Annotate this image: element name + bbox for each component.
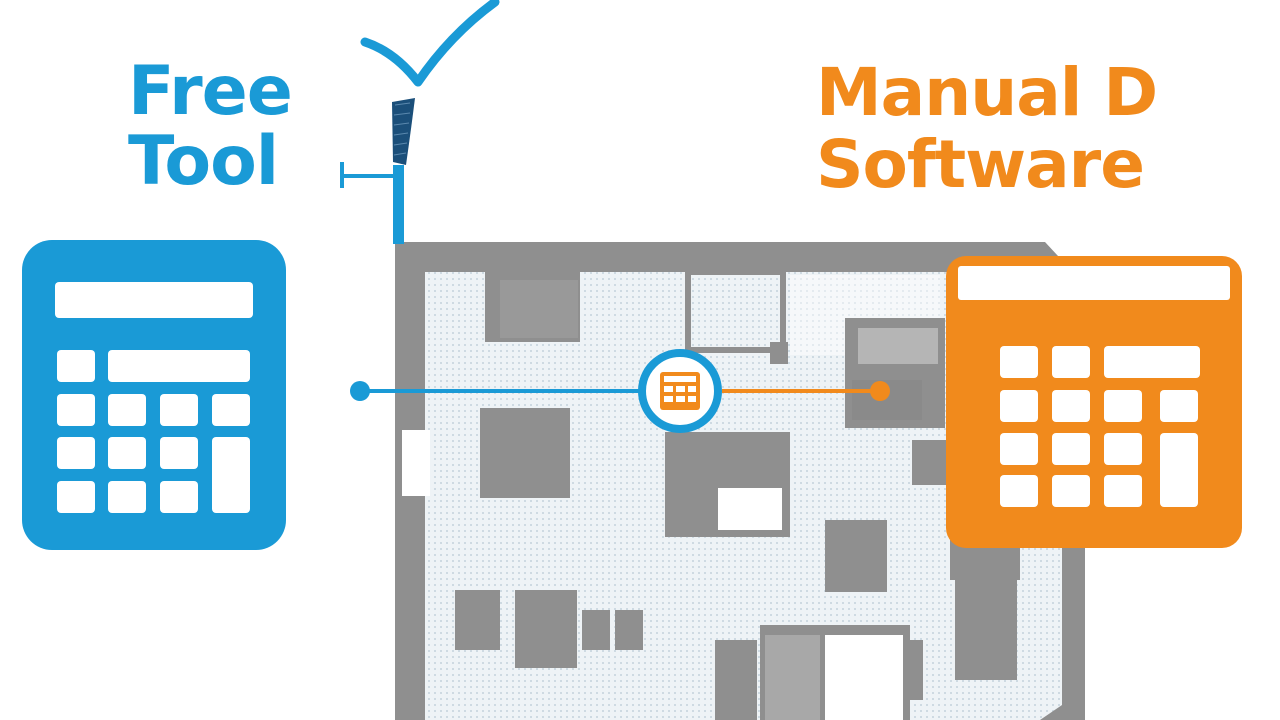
free-tool-title-line1: Free	[128, 52, 293, 131]
manual-d-title-line1: Manual D	[816, 54, 1158, 131]
calculator-icon	[22, 240, 286, 550]
connector-line	[350, 349, 890, 433]
checkmark-icon	[360, 0, 500, 87]
free-tool-title: Free Tool	[128, 52, 293, 201]
free-tool-title-line2: Tool	[128, 122, 279, 201]
manual-d-title: Manual D Software	[816, 54, 1158, 203]
manual-d-title-line2: Software	[816, 126, 1145, 203]
calculator-icon	[946, 256, 1242, 548]
pen-icon	[340, 98, 415, 244]
floor-plan	[395, 242, 1085, 720]
